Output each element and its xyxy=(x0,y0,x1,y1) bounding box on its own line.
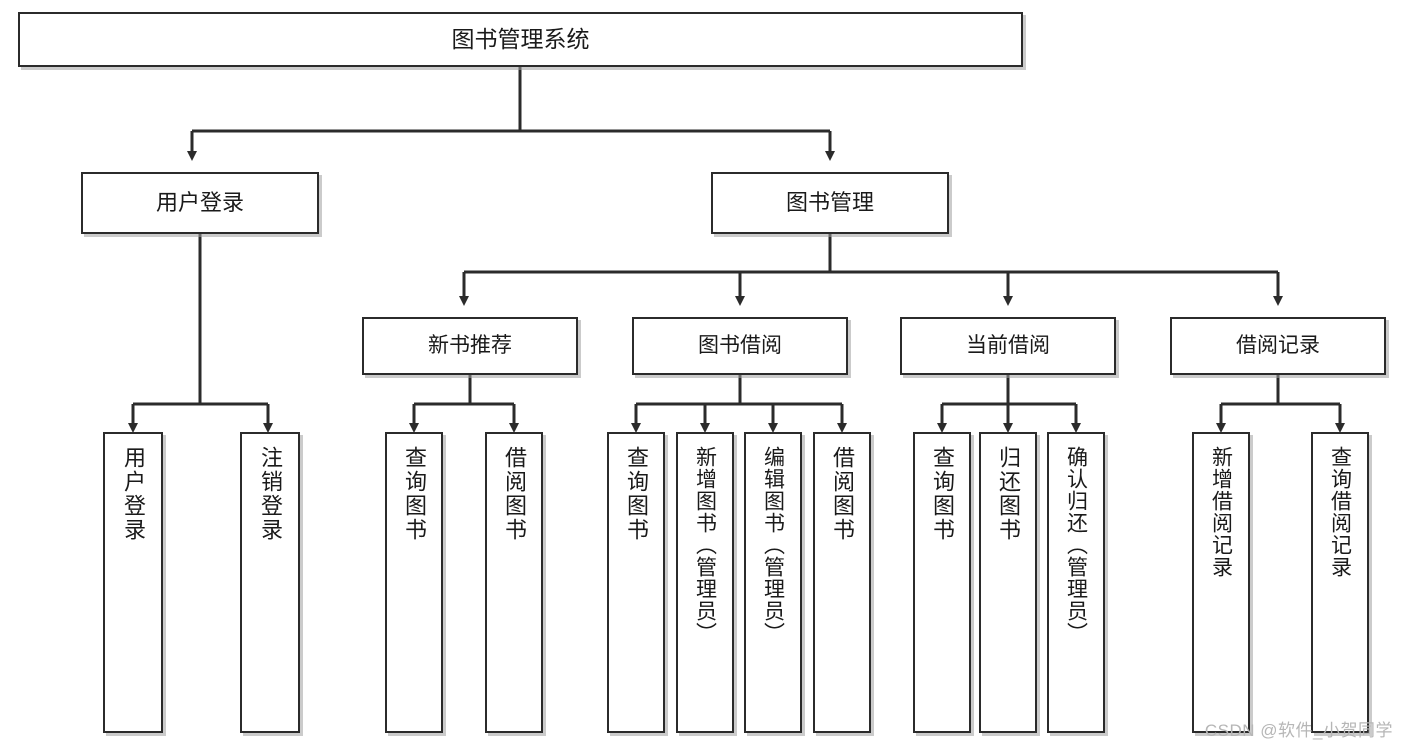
leaf-edit-book-admin[interactable]: 编辑图书（管理员） xyxy=(744,432,802,733)
node-book-borrow[interactable]: 图书借阅 xyxy=(632,317,848,375)
node-label: 借阅图书 xyxy=(502,446,527,542)
leaf-user-login[interactable]: 用户登录 xyxy=(103,432,163,733)
node-label: 图书管理 xyxy=(785,190,874,216)
leaf-query-borrow-record[interactable]: 查询借阅记录 xyxy=(1311,432,1369,733)
leaf-query-book-current[interactable]: 查询图书 xyxy=(913,432,971,733)
node-label: 查询图书 xyxy=(624,446,649,542)
node-new-book-recommend[interactable]: 新书推荐 xyxy=(362,317,578,375)
leaf-confirm-return-admin[interactable]: 确认归还（管理员） xyxy=(1047,432,1105,733)
node-label: 当前借阅 xyxy=(966,333,1050,357)
leaf-logout[interactable]: 注销登录 xyxy=(240,432,300,733)
node-label: 查询图书 xyxy=(930,446,955,542)
leaf-borrow-book-new-book[interactable]: 借阅图书 xyxy=(485,432,543,733)
node-label: 用户登录 xyxy=(155,190,244,216)
node-label: 用户登录 xyxy=(121,446,146,542)
node-label: 归还图书 xyxy=(996,446,1021,542)
node-label: 新增借阅记录 xyxy=(1209,446,1233,578)
leaf-query-book-borrow[interactable]: 查询图书 xyxy=(607,432,665,733)
watermark: CSDN @软件_小贺同学 xyxy=(1204,721,1393,740)
node-user-login[interactable]: 用户登录 xyxy=(81,172,319,234)
node-label: 借阅图书 xyxy=(830,446,855,542)
leaf-return-book[interactable]: 归还图书 xyxy=(979,432,1037,733)
node-label: 图书管理系统 xyxy=(451,25,590,52)
leaf-borrow-book-borrow[interactable]: 借阅图书 xyxy=(813,432,871,733)
node-root[interactable]: 图书管理系统 xyxy=(18,12,1023,67)
node-label: 借阅记录 xyxy=(1236,333,1320,357)
node-label: 注销登录 xyxy=(258,446,283,542)
node-current-borrow[interactable]: 当前借阅 xyxy=(900,317,1116,375)
leaf-add-borrow-record[interactable]: 新增借阅记录 xyxy=(1192,432,1250,733)
node-label: 确认归还（管理员） xyxy=(1064,446,1088,644)
node-label: 查询图书 xyxy=(402,446,427,542)
node-label: 图书借阅 xyxy=(698,333,782,357)
node-label: 编辑图书（管理员） xyxy=(761,446,785,644)
leaf-query-book-new-book[interactable]: 查询图书 xyxy=(385,432,443,733)
node-label: 新增图书（管理员） xyxy=(693,446,717,644)
node-book-management[interactable]: 图书管理 xyxy=(711,172,949,234)
node-label: 查询借阅记录 xyxy=(1328,446,1352,578)
node-borrow-record[interactable]: 借阅记录 xyxy=(1170,317,1386,375)
leaf-add-book-admin[interactable]: 新增图书（管理员） xyxy=(676,432,734,733)
node-label: 新书推荐 xyxy=(428,333,512,357)
